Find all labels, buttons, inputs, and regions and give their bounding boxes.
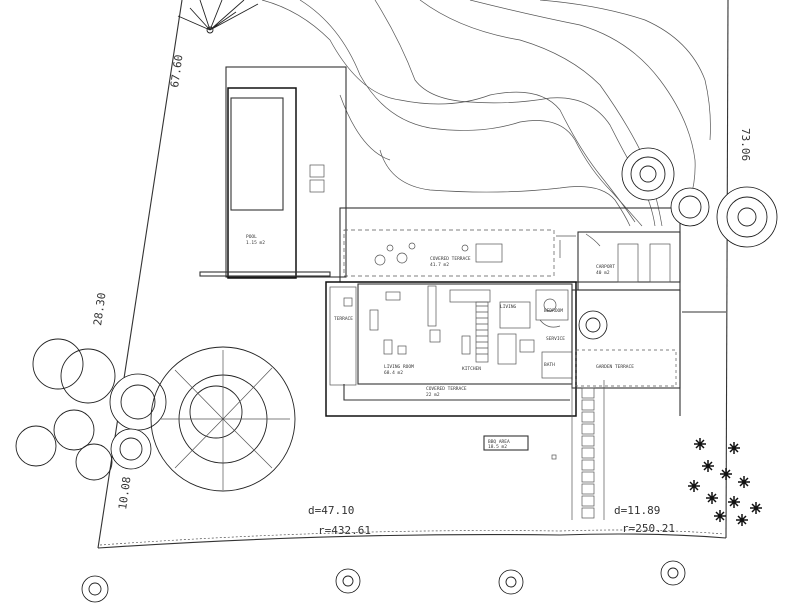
pool-area: POOL 1.15 m2 — [225, 66, 347, 279]
bbq-label: BBQ AREA — [488, 439, 510, 445]
dim-east: 73.06 — [739, 128, 752, 161]
bbq-area: BBQ AREA 18.5 m2 — [483, 435, 557, 460]
terrace-left-label: TERRACE — [334, 316, 353, 322]
main-room-sub: 68.4 m2 — [384, 370, 403, 376]
dim-south-arc-r: r=432.61 — [318, 524, 371, 537]
dim-north-west: 67.60 — [168, 54, 185, 89]
terrace-bottom-label: COVERED TERRACE — [426, 386, 467, 392]
stepping-path — [571, 380, 605, 520]
dim-south-east-arc-d: d=11.89 — [614, 504, 660, 517]
pool-label: POOL — [246, 234, 257, 240]
dim-west: 28.30 — [91, 292, 108, 327]
dim-south-arc-d: d=47.10 — [308, 504, 354, 517]
living-label: LIVING — [500, 304, 517, 310]
service-label: SERVICE — [546, 336, 565, 342]
street-trees — [81, 560, 686, 603]
dim-south-west: 10.08 — [116, 476, 133, 511]
pool-area-label: 1.15 m2 — [246, 240, 265, 246]
house: TERRACE LIVING BEDROOM BATH KITCHEN LIVI… — [325, 281, 577, 417]
tree-courtyard — [578, 310, 608, 340]
garden-terrace: GARDEN TERRACE SERVICE — [546, 289, 726, 416]
dim-south-east-arc-r: r=250.21 — [622, 522, 675, 535]
contour-lines — [261, 0, 711, 227]
dimension-labels: 67.60 73.06 28.30 10.08 d=47.10 r=432.61… — [91, 54, 752, 537]
top-shrub — [177, 0, 259, 34]
garden-terrace-label: GARDEN TERRACE — [596, 364, 634, 370]
trees-west — [15, 338, 296, 492]
property-boundary — [97, 0, 729, 549]
terrace-bottom-sub: 22 m2 — [426, 392, 440, 398]
terrace-top-sub: 41.7 m2 — [430, 262, 449, 268]
carport-sub: 40 m2 — [596, 270, 610, 276]
bath-label: BATH — [544, 362, 555, 368]
bbq-sub: 18.5 m2 — [488, 444, 507, 450]
trees-east — [621, 147, 778, 248]
shrubs-southeast — [688, 438, 762, 526]
carport-label: CARPORT — [596, 264, 615, 270]
kitchen-label: KITCHEN — [462, 366, 481, 372]
bedroom-label: BEDROOM — [544, 308, 563, 314]
main-room-label: LIVING ROOM — [384, 364, 414, 370]
terrace-top-label: COVERED TERRACE — [430, 256, 471, 262]
